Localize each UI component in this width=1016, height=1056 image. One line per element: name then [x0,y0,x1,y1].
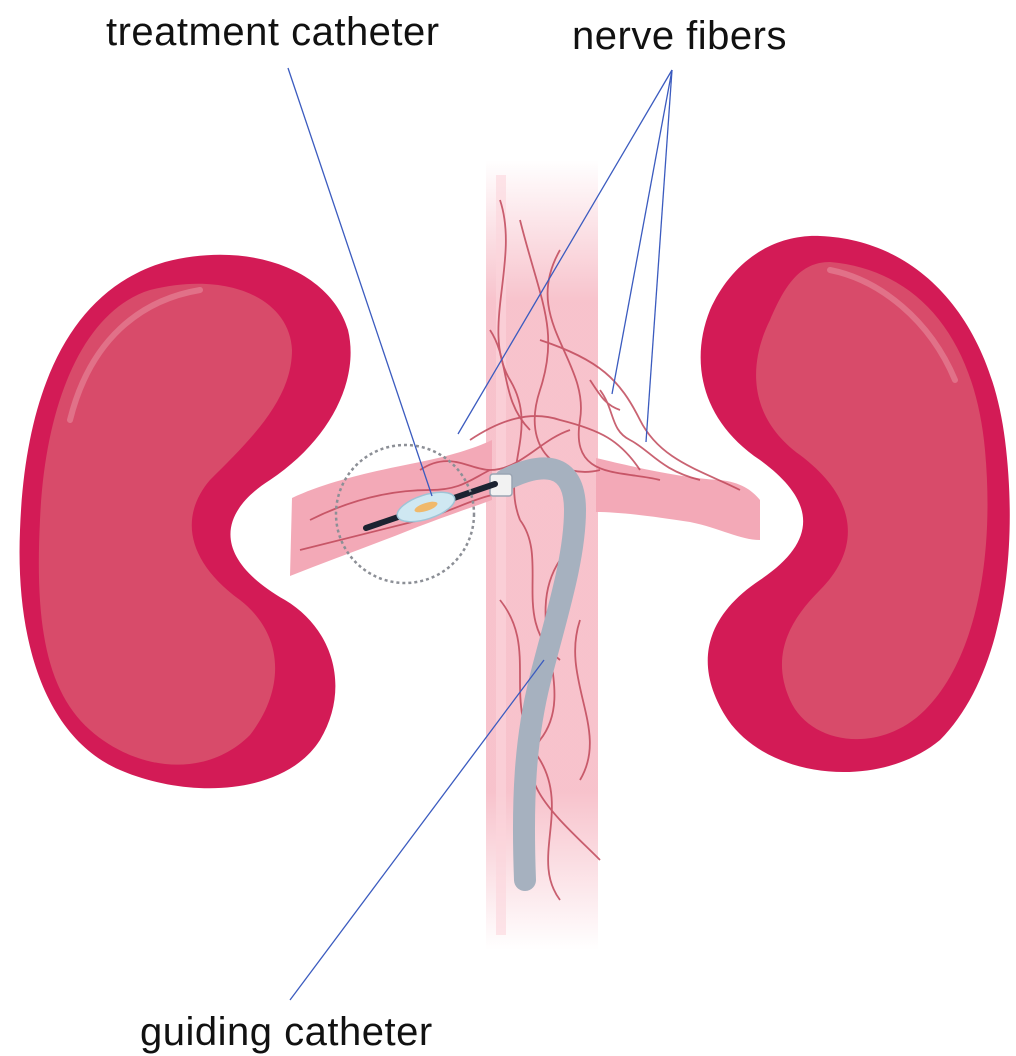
leader-nerve-2 [612,70,672,394]
guiding-catheter-label: guiding catheter [140,1012,433,1052]
nerve-fibers-label: nerve fibers [572,16,787,56]
left-renal-artery [290,440,492,576]
right-renal-artery [596,458,760,540]
treatment-catheter-label: treatment catheter [106,12,440,52]
leader-nerve-3 [646,70,672,442]
